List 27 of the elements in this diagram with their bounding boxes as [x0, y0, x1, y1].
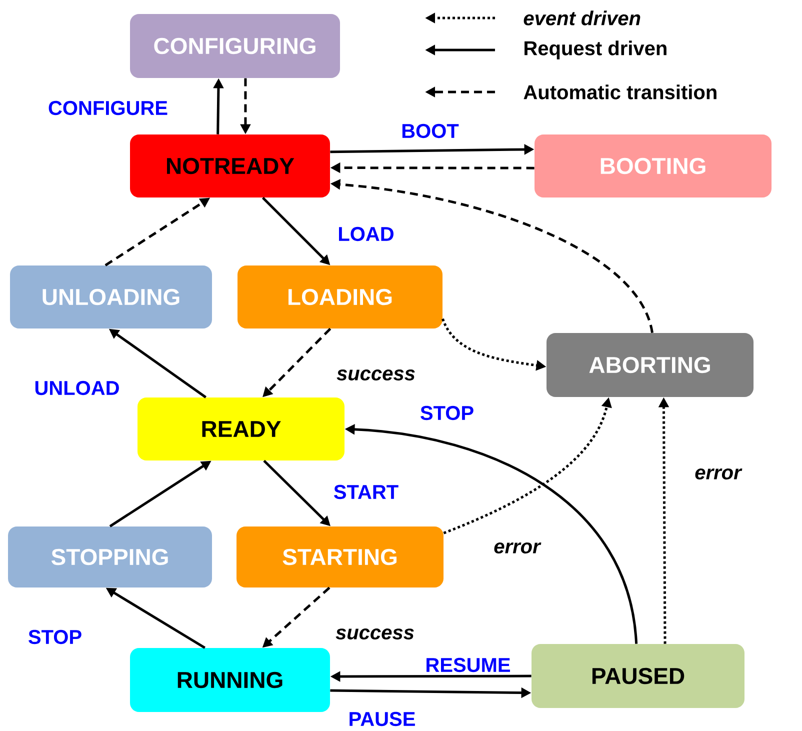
state-box: UNLOADING [10, 266, 212, 328]
edge-label: error [694, 468, 742, 480]
state-box: NOTREADY [130, 134, 330, 198]
edge-label: LOAD [336, 226, 396, 242]
edge-label: CONFIGURE [47, 100, 169, 116]
edge-label: STOP [26, 628, 84, 646]
state-box: STOPPING [8, 526, 212, 588]
edge-label: success [334, 628, 416, 640]
legend-text: Automatic transition [524, 84, 716, 100]
edge-label: START [332, 484, 400, 500]
state-box: CONFIGURING [130, 14, 340, 78]
edge-label: success [336, 368, 416, 382]
edge-label: error [492, 542, 542, 554]
edge-label: STOP [418, 404, 476, 422]
edge-label: PAUSE [347, 710, 417, 728]
state-box: RUNNING [130, 648, 330, 712]
edge-label: RESUME [424, 656, 512, 674]
legend-text: Request driven [524, 40, 666, 60]
state-box: STARTING [236, 526, 444, 588]
state-box: ABORTING [546, 333, 754, 397]
state-box: READY [138, 398, 344, 460]
edge-label: BOOT [400, 122, 460, 140]
state-box: BOOTING [534, 134, 772, 198]
edge-label: UNLOAD [33, 380, 121, 396]
state-box: PAUSED [532, 644, 744, 708]
state-box: LOADING [238, 266, 442, 328]
legend-text: event driven [524, 10, 640, 26]
